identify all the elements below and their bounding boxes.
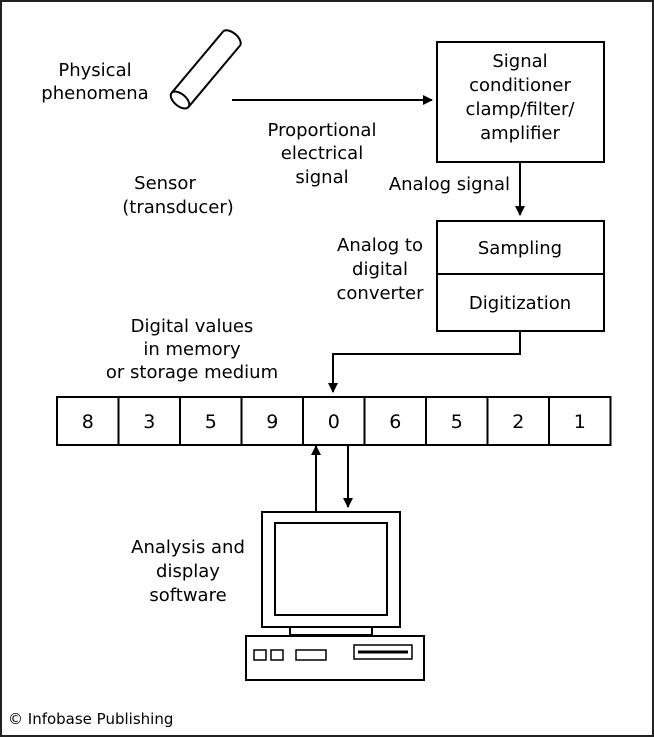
- memory-cell-box: [302, 396, 366, 446]
- drive-button-2: [270, 649, 284, 661]
- computer-icon: [245, 511, 425, 681]
- signal-conditioner-box: [436, 41, 605, 163]
- memory-cell-value: 3: [143, 411, 155, 433]
- physical-phenomena-label-line1: Physical: [58, 60, 131, 81]
- conditioner-label-line3: clamp/filter/: [466, 99, 576, 120]
- conditioner-label-line4: amplifier: [480, 123, 560, 144]
- analysis-label-line3: software: [149, 585, 226, 606]
- adc-label-line3: converter: [337, 283, 425, 304]
- memory-cell: 8: [56, 396, 120, 446]
- analysis-label-line1: Analysis and: [131, 537, 245, 558]
- adc-to-memory-arrow: [328, 332, 521, 393]
- proportional-signal-label-line1: Proportional: [268, 120, 377, 141]
- memory-cell-value: 2: [512, 411, 524, 433]
- digital-values-label-line2: in memory: [143, 339, 241, 360]
- memory-cell-value: 1: [574, 411, 586, 433]
- memory-cell: 5: [425, 396, 489, 446]
- memory-cell-box: [363, 396, 427, 446]
- memory-cell: 5: [179, 396, 243, 446]
- memory-cell: 2: [486, 396, 550, 446]
- adc-box: [436, 220, 605, 332]
- sensor-icon: [169, 29, 242, 110]
- memory-cell-box: [240, 396, 304, 446]
- memory-cell: 0: [302, 396, 366, 446]
- analog-signal-label: Analog signal: [389, 174, 510, 195]
- memory-cell-value: 0: [328, 411, 340, 433]
- sensor-label-line2: (transducer): [122, 197, 234, 218]
- drive-button-3: [295, 649, 327, 661]
- monitor-stand: [289, 626, 373, 636]
- memory-cell-value: 6: [389, 411, 401, 433]
- memory-cell: 6: [363, 396, 427, 446]
- conditioner-label-line1: Signal: [492, 51, 547, 72]
- digital-values-label-line1: Digital values: [131, 316, 254, 337]
- monitor-screen: [274, 522, 388, 616]
- memory-cell-box: [179, 396, 243, 446]
- memory-cell: 3: [117, 396, 181, 446]
- memory-cell-value: 9: [266, 411, 278, 433]
- sampling-label: Sampling: [478, 238, 562, 259]
- copyright-credit: © Infobase Publishing: [8, 710, 174, 728]
- memory-cell: 1: [548, 396, 612, 446]
- digitization-label: Digitization: [469, 293, 571, 314]
- memory-array: 8 3 5 9 0 6 5 2 1: [56, 396, 612, 446]
- conditioner-label-line2: conditioner: [469, 75, 571, 96]
- digital-values-label-line3: or storage medium: [106, 362, 278, 383]
- memory-cell-box: [117, 396, 181, 446]
- drive-button-1: [253, 649, 267, 661]
- adc-label-line1: Analog to: [337, 235, 423, 256]
- memory-cell-value: 5: [205, 411, 217, 433]
- memory-cell-box: [425, 396, 489, 446]
- memory-cell-value: 5: [451, 411, 463, 433]
- analysis-label-line2: display: [156, 561, 220, 582]
- sensor-label-line1: Sensor: [134, 173, 196, 194]
- proportional-signal-label-line3: signal: [295, 167, 348, 188]
- physical-phenomena-label-line2: phenomena: [41, 83, 148, 104]
- memory-cell: 9: [240, 396, 304, 446]
- proportional-signal-label-line2: electrical: [281, 143, 363, 164]
- memory-cell-box: [548, 396, 612, 446]
- memory-cell-value: 8: [82, 411, 94, 433]
- adc-label-line2: digital: [352, 259, 408, 280]
